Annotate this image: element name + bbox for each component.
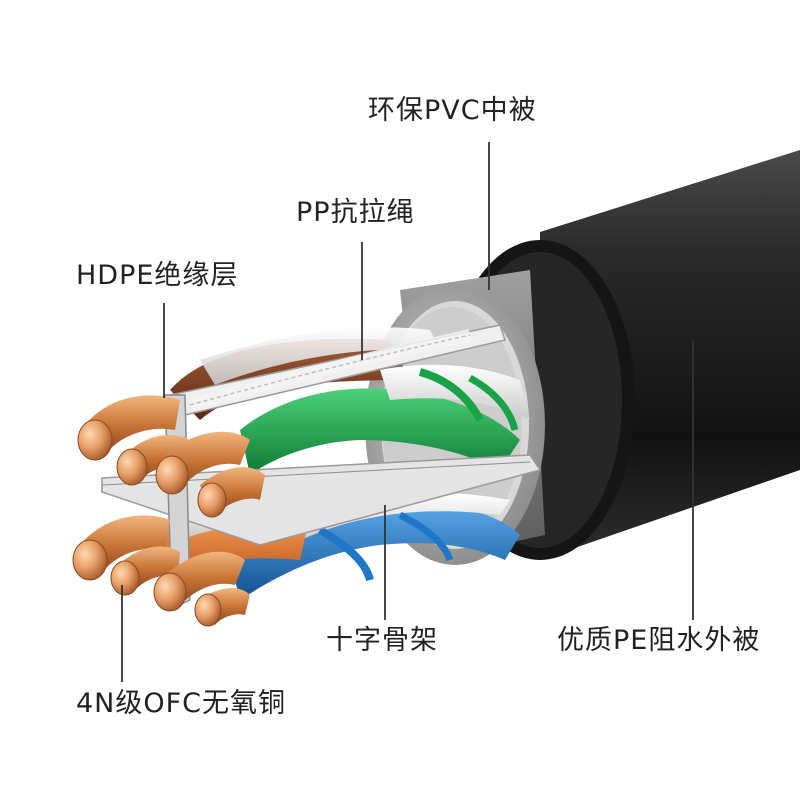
label-pp-rope: PP抗拉绳 (296, 197, 415, 228)
label-copper-conductor: 4N级OFC无氧铜 (76, 688, 287, 719)
copper-conductor-ends (72, 419, 227, 627)
green-pair (240, 364, 530, 475)
label-hdpe-insulation: HDPE绝缘层 (76, 260, 239, 291)
label-pvc-inner-sheath: 环保PVC中被 (368, 95, 537, 126)
label-cross-separator: 十字骨架 (326, 625, 438, 656)
label-pe-outer-sheath: 优质PE阻水外被 (557, 625, 761, 656)
leader-lines (121, 142, 694, 682)
pp-rope (188, 329, 472, 411)
